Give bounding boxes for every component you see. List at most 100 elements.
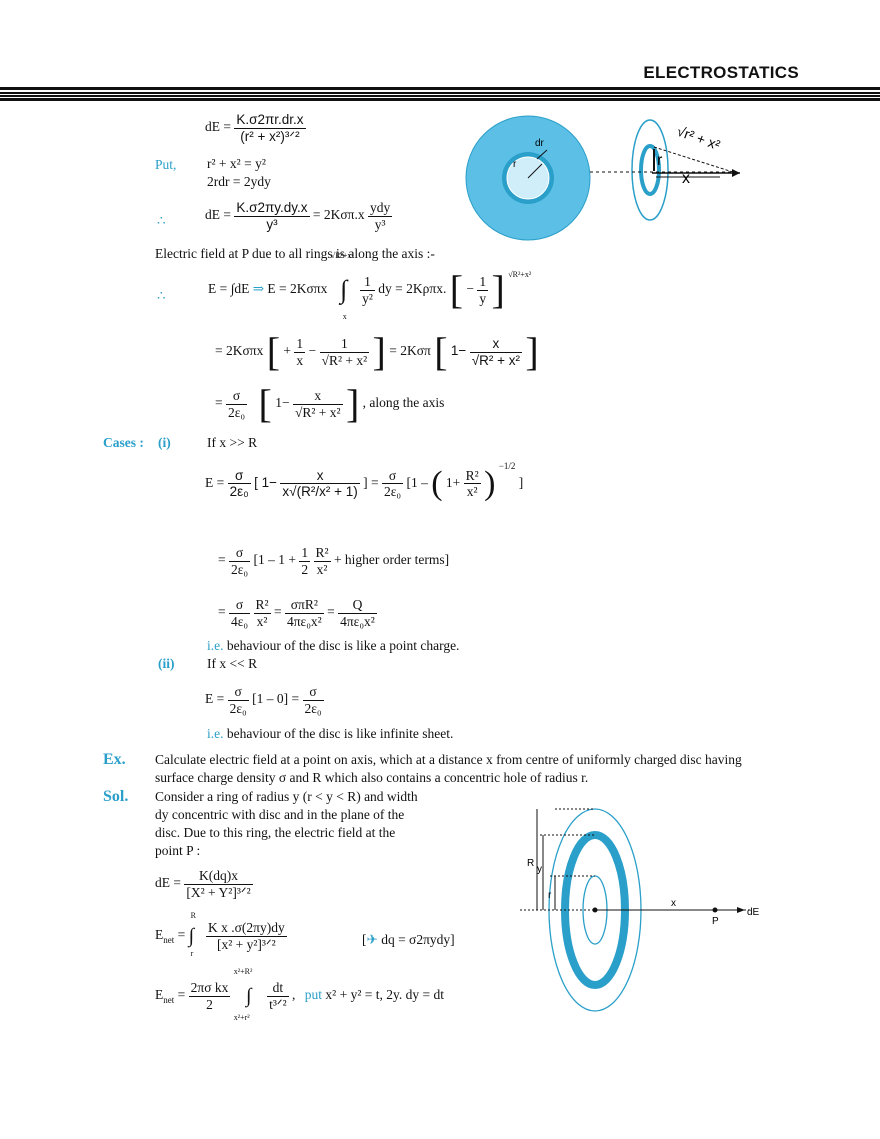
integral-lower-limit: x²+r² bbox=[233, 1012, 250, 1022]
fraction: 1 x bbox=[294, 335, 306, 368]
since-arrow-icon: ✈ bbox=[366, 932, 378, 947]
equation-de-hole: dE = K(dq)x [X² + Y²]³ᐟ² bbox=[155, 868, 253, 900]
fraction: σ 2ε₀ bbox=[229, 545, 251, 577]
paren-close: ) bbox=[484, 464, 496, 502]
numerator: σ bbox=[229, 545, 251, 562]
plus: + bbox=[283, 343, 292, 359]
denominator: x√(R²/x² + 1) bbox=[282, 484, 358, 500]
case-i-label: (i) bbox=[158, 435, 171, 450]
equals: = bbox=[273, 604, 282, 620]
bracket-open: [ bbox=[434, 329, 448, 374]
subscript: net bbox=[163, 934, 175, 945]
fraction: σ 2ε₀ bbox=[227, 468, 251, 500]
eq-lhs: dE = bbox=[205, 119, 231, 135]
integral-upper-limit: x²+R² bbox=[233, 966, 253, 976]
r-label: r bbox=[657, 152, 663, 169]
eq-lhs: = bbox=[215, 395, 223, 411]
sqrt-label: √r² + x² bbox=[675, 123, 723, 153]
numerator: 2πσ kx bbox=[188, 980, 231, 997]
fraction: 1 y bbox=[477, 274, 489, 306]
numerator: σ bbox=[227, 468, 251, 485]
put-line-2: 2rdr = 2ydy bbox=[207, 174, 271, 189]
denominator: 2ε₀ bbox=[229, 700, 247, 716]
note-point-charge: i.e. behaviour of the disc is like a poi… bbox=[207, 638, 459, 654]
numerator: x bbox=[469, 336, 522, 353]
numerator: R² bbox=[463, 467, 481, 485]
denominator: 2ε₀ bbox=[229, 484, 249, 500]
note-text: behaviour of the disc is like infinite s… bbox=[226, 726, 454, 741]
integral-sign: ∫ bbox=[188, 924, 195, 947]
case-ii-label: (ii) bbox=[158, 656, 175, 671]
denominator: x² bbox=[316, 561, 328, 577]
numerator: σ bbox=[381, 468, 404, 485]
fraction: σ 2ε₀ bbox=[226, 388, 248, 420]
dr-label: dr bbox=[535, 138, 545, 149]
minus: − bbox=[308, 343, 317, 359]
fraction: x √R² + x² bbox=[469, 336, 522, 368]
equals: = bbox=[327, 604, 335, 620]
equation-binomial: = σ 2ε₀ [1 – 1 + 1 2 R² x² + higher orde… bbox=[218, 545, 449, 577]
equation-enet-substitution: Enet = 2πσ kx 2 x²+R² ∫ x²+r² dt t³ᐟ² , … bbox=[155, 967, 444, 1022]
equation-e-evaluated: = 2Kσπx [ + 1 x − 1 √R² + x² ] = 2Kσπ [ … bbox=[215, 332, 539, 372]
put-label: put bbox=[304, 987, 323, 1003]
eq-tail: x² + y² = t, 2y. dy = dt bbox=[325, 987, 444, 1003]
numerator: 1 bbox=[319, 336, 370, 353]
integral-lower-limit: x bbox=[342, 312, 347, 321]
denominator: 2 bbox=[206, 996, 213, 1012]
bracket-expr: [ 1− bbox=[254, 475, 278, 490]
fraction: K.σ2πr.dr.x (r² + x²)³ᐟ² bbox=[234, 112, 306, 144]
bracket-upper-limit: √R²+x² bbox=[508, 270, 532, 279]
case-i-condition: If x >> R bbox=[207, 435, 258, 450]
equals: = bbox=[177, 927, 186, 943]
note-text: dq = σ2πydy] bbox=[381, 932, 455, 947]
x-label: x bbox=[682, 170, 690, 187]
page-header-title: ELECTROSTATICS bbox=[643, 63, 799, 82]
bracket-close: ] bbox=[525, 329, 539, 374]
equals: = bbox=[177, 987, 186, 1003]
denominator: 4πε₀x² bbox=[340, 613, 375, 629]
fraction: Q 4πε₀x² bbox=[338, 597, 377, 629]
bracket-open: [ bbox=[362, 932, 367, 947]
y-label: y bbox=[537, 864, 542, 875]
x-label: x bbox=[671, 898, 676, 909]
denominator: √R² + x² bbox=[294, 404, 341, 420]
axis-arrowhead bbox=[737, 907, 745, 913]
solution-line-1: Consider a ring of radius y (r < y < R) … bbox=[155, 789, 418, 804]
eq-lhs: = 2Kσπx bbox=[215, 343, 264, 359]
numerator: 1 bbox=[294, 335, 306, 353]
fraction: dt t³ᐟ² bbox=[267, 980, 289, 1012]
numerator: σ bbox=[226, 388, 248, 405]
integral-upper-limit: √R²+x² bbox=[330, 251, 354, 260]
eq-tail: , along the axis bbox=[362, 395, 445, 411]
cases-label: Cases : bbox=[103, 435, 144, 450]
numerator: 1 bbox=[360, 274, 375, 291]
equation-e-integral: E = ∫dE ⇒ E = 2Kσπx √R²+x² ∫ x 1 y² dy =… bbox=[208, 251, 532, 321]
r-label: r bbox=[548, 890, 552, 901]
figure-ring-side: r x √r² + x² bbox=[590, 119, 740, 221]
fraction: R² x² bbox=[313, 545, 331, 577]
definite-integral: x²+R² ∫ x²+r² bbox=[234, 967, 264, 1022]
solution-line-3: disc. Due to this ring, the electric fie… bbox=[155, 825, 396, 840]
centre-point bbox=[592, 907, 598, 913]
fraction: 1 √R² + x² bbox=[319, 336, 370, 368]
example-line-2: surface charge density σ and R which als… bbox=[155, 770, 589, 785]
implies-arrow: ⇒ bbox=[252, 281, 265, 297]
bracket-open: [ bbox=[449, 267, 464, 312]
example-label: Ex. bbox=[103, 751, 126, 768]
fraction: 2πσ kx 2 bbox=[188, 980, 231, 1012]
therefore-symbol: ∴ bbox=[157, 213, 166, 228]
text-electric-field-all-rings: Electric field at P due to all rings is … bbox=[155, 246, 435, 261]
eq-mid: [1 – 0] = bbox=[252, 691, 300, 707]
r-label: r bbox=[513, 159, 517, 170]
eq-lhs: E bbox=[155, 987, 164, 1003]
denominator: [x² + y²]³ᐟ² bbox=[216, 936, 276, 952]
paren-open: ( bbox=[431, 464, 443, 502]
denominator: 2ε₀ bbox=[228, 404, 246, 420]
numerator: R² bbox=[253, 597, 271, 614]
ie-label: i.e. bbox=[207, 726, 224, 741]
equation-de-ring: dE = K.σ2πr.dr.x (r² + x²)³ᐟ² bbox=[205, 112, 306, 144]
numerator: σπR² bbox=[284, 597, 324, 614]
one-plus: 1+ bbox=[445, 475, 461, 490]
comma: , bbox=[292, 987, 296, 1003]
numerator: x bbox=[280, 468, 360, 485]
